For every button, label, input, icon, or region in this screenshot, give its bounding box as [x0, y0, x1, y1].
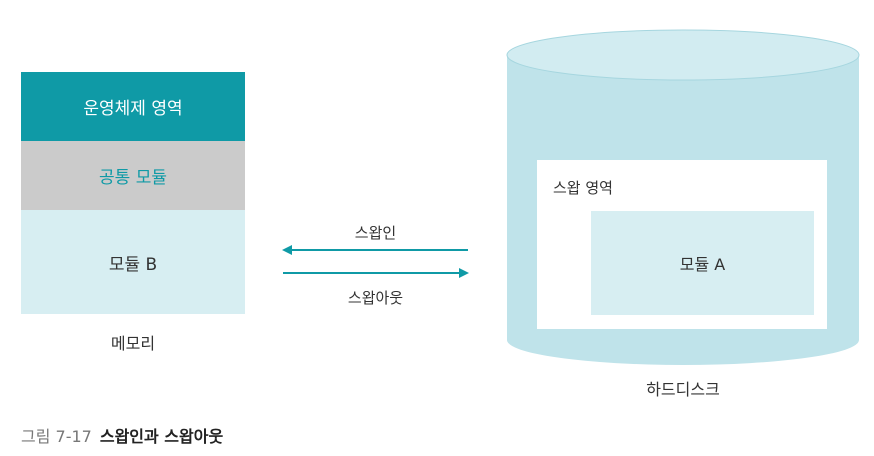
swap-in-label: 스왑인	[354, 224, 397, 242]
memory-os-area-label: 운영체제 영역	[83, 99, 183, 119]
disk-top	[506, 29, 860, 81]
disk-module-a-label: 모듈 A	[679, 255, 726, 274]
memory-module-b: 모듈 B	[21, 210, 245, 314]
figure-title: 스왑인과 스왑아웃	[99, 427, 224, 446]
disk-module-a: 모듈 A	[591, 211, 814, 315]
swap-out-label: 스왑아웃	[347, 289, 404, 307]
memory-common-module: 공통 모듈	[21, 141, 245, 210]
memory-caption: 메모리	[110, 334, 156, 353]
figure-number: 그림 7-17	[21, 427, 92, 446]
disk-swap-area-label: 스왑 영역	[553, 179, 613, 197]
memory-os-area: 운영체제 영역	[21, 72, 245, 141]
figure-caption: 그림 7-17 스왑인과 스왑아웃	[21, 423, 223, 447]
memory-module-b-label: 모듈 B	[108, 254, 158, 275]
disk-caption: 하드디스크	[646, 380, 720, 399]
memory-common-module-label: 공통 모듈	[99, 168, 167, 188]
